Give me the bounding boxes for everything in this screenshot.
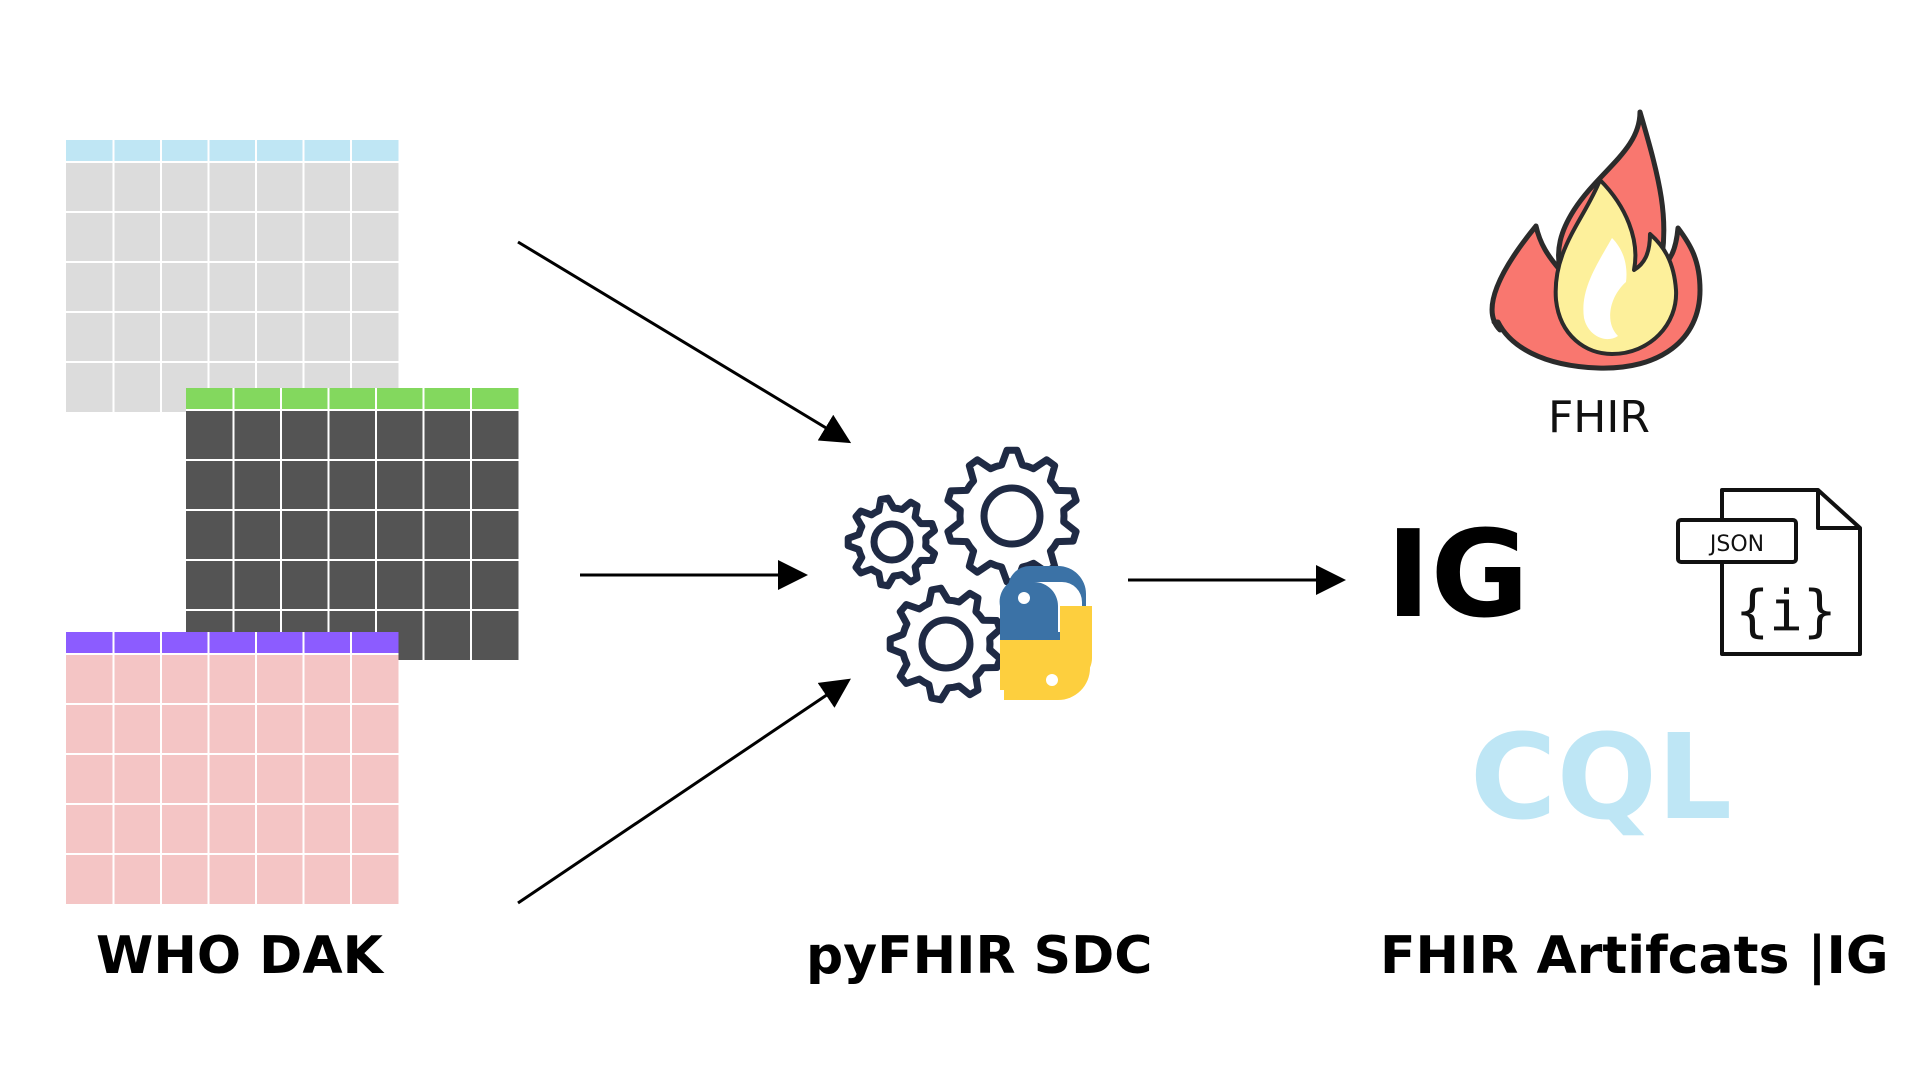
gears-icon bbox=[844, 446, 1080, 704]
table-header bbox=[186, 388, 519, 410]
spreadsheet-table-pink bbox=[66, 632, 399, 904]
table-body bbox=[186, 410, 519, 660]
spreadsheet-table-dark bbox=[186, 388, 519, 660]
cql-label: CQL bbox=[1470, 708, 1733, 846]
flame-icon bbox=[1489, 109, 1703, 371]
gear-bottom-icon-outline bbox=[886, 584, 1004, 704]
ig-label: IG bbox=[1386, 506, 1530, 645]
arrow-bottom-to-processor bbox=[517, 678, 851, 905]
arrow-top-to-processor bbox=[517, 240, 852, 444]
table-body bbox=[66, 654, 399, 904]
gear-bottom-icon-hole bbox=[918, 616, 974, 672]
gear-large-icon-hole bbox=[980, 484, 1044, 548]
table-header bbox=[66, 632, 399, 654]
json-file-symbol: {i} bbox=[1735, 579, 1836, 644]
table-body bbox=[66, 162, 399, 412]
json-file-icon: JSON {i} bbox=[1676, 488, 1862, 656]
gear-small-icon-hole bbox=[870, 520, 914, 564]
spreadsheet-table-grey bbox=[66, 140, 399, 412]
fhir-label: FHIR bbox=[1548, 392, 1650, 443]
gear-small-icon bbox=[844, 494, 938, 590]
table-header bbox=[66, 140, 399, 162]
python-logo-icon bbox=[999, 566, 1092, 700]
json-file-label: JSON bbox=[1708, 532, 1764, 557]
source-group-label: WHO DAK bbox=[96, 926, 383, 986]
outputs-label: FHIR Artifcats |IG bbox=[1380, 926, 1889, 986]
gear-bottom-icon bbox=[886, 584, 1004, 704]
processor-label: pyFHIR SDC bbox=[806, 926, 1153, 986]
gear-small-icon-outline bbox=[844, 494, 938, 590]
gear-large-icon bbox=[944, 446, 1080, 586]
gear-large-icon-outline bbox=[944, 446, 1080, 586]
